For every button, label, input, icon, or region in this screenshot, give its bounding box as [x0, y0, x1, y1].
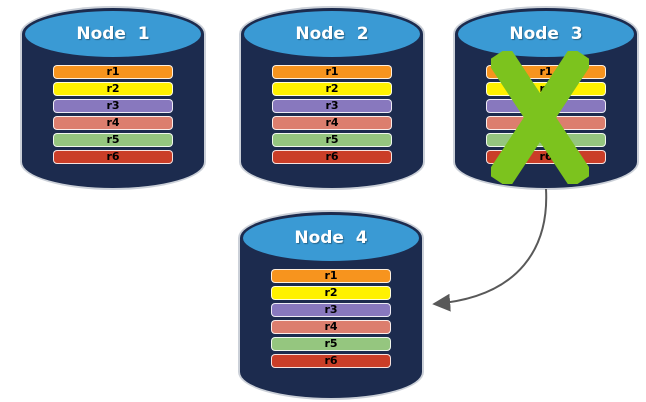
replica-row-r2: r2: [271, 286, 391, 300]
failover-arrow-path: [432, 188, 548, 312]
row-list: r1 r2 r3 r4 r5 r6: [486, 65, 606, 164]
cylinder-top-ellipse: [243, 215, 419, 261]
replica-row-r6: r6: [272, 150, 392, 164]
replica-row-r6: r6: [486, 150, 606, 164]
replica-row-r4: r4: [271, 320, 391, 334]
replica-row-r3: r3: [53, 99, 173, 113]
replica-row-r6: r6: [53, 150, 173, 164]
row-list: r1 r2 r3 r4 r5 r6: [271, 269, 391, 368]
replica-row-r1: r1: [53, 65, 173, 79]
replica-row-r6: r6: [271, 354, 391, 368]
replica-row-r1: r1: [272, 65, 392, 79]
row-list: r1 r2 r3 r4 r5 r6: [272, 65, 392, 164]
database-node-4: Node 4 r1 r2 r3 r4 r5 r6: [240, 212, 422, 398]
replica-row-r1: r1: [271, 269, 391, 283]
replica-row-r1: r1: [486, 65, 606, 79]
replica-row-r4: r4: [486, 116, 606, 130]
replica-row-r2: r2: [272, 82, 392, 96]
replica-row-r3: r3: [272, 99, 392, 113]
database-node-1: Node 1 r1 r2 r3 r4 r5 r6: [22, 8, 204, 188]
replica-row-r3: r3: [271, 303, 391, 317]
cylinder-top-ellipse: [244, 11, 420, 57]
cylinder-top-ellipse: [458, 11, 634, 57]
replica-row-r4: r4: [272, 116, 392, 130]
replica-row-r5: r5: [53, 133, 173, 147]
replica-row-r5: r5: [271, 337, 391, 351]
node-title: Node 2: [295, 24, 369, 44]
row-list: r1 r2 r3 r4 r5 r6: [53, 65, 173, 164]
node-title: Node 4: [294, 228, 368, 248]
database-node-2: Node 2 r1 r2 r3 r4 r5 r6: [241, 8, 423, 188]
node-title: Node 1: [76, 24, 150, 44]
replica-row-r4: r4: [53, 116, 173, 130]
replica-row-r3: r3: [486, 99, 606, 113]
node-title: Node 3: [509, 24, 583, 44]
replica-row-r5: r5: [486, 133, 606, 147]
cylinder-top-ellipse: [25, 11, 201, 57]
database-node-3: Node 3 r1 r2 r3 r4 r5 r6: [455, 8, 637, 188]
replica-row-r2: r2: [486, 82, 606, 96]
replica-row-r5: r5: [272, 133, 392, 147]
replica-row-r2: r2: [53, 82, 173, 96]
